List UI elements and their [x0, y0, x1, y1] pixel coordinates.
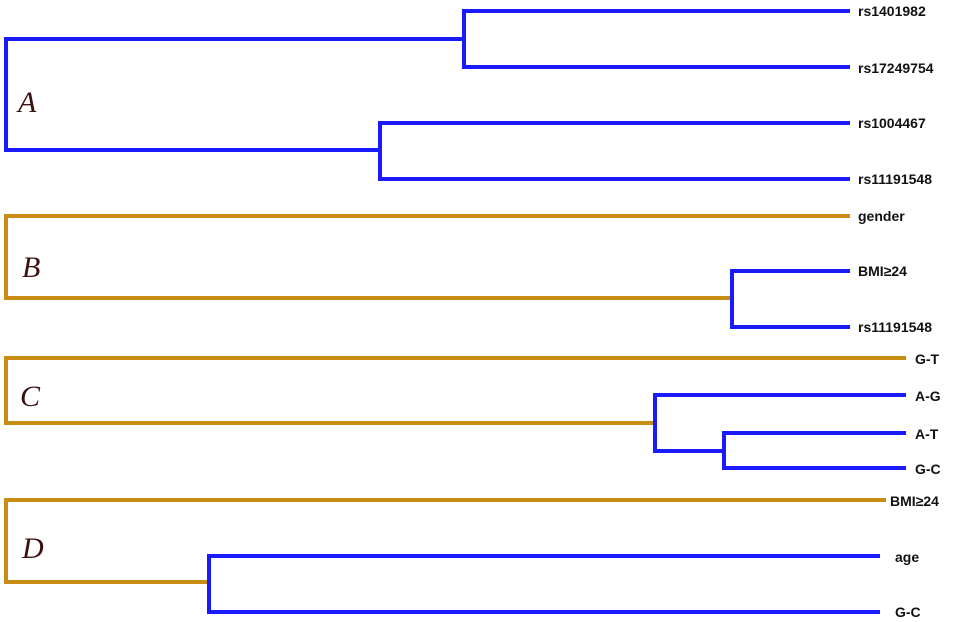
panel-a: A rs1401982 rs17249754 rs1004467 rs11191…	[4, 3, 934, 187]
panel-d: D BMI≥24 age G-C	[4, 493, 939, 620]
panel-b-leaf-1: gender	[858, 208, 905, 224]
panel-c-leaf-1: G-T	[915, 351, 940, 367]
panel-a-leaf-3: rs1004467	[858, 115, 926, 131]
panel-b-root-branch	[4, 214, 850, 300]
panel-d-leaf-1: BMI≥24	[890, 493, 939, 509]
panel-c-root-branch	[4, 356, 906, 425]
panel-b-label: B	[22, 251, 40, 284]
panel-c-leaf-4: G-C	[915, 461, 941, 477]
panel-d-leaf-3: G-C	[895, 604, 921, 620]
panel-d-leaf-2: age	[895, 549, 919, 565]
panel-a-cluster-2	[378, 121, 850, 181]
panel-b: B gender BMI≥24 rs11191548	[4, 208, 932, 335]
panel-c-leaf-3: A-T	[915, 426, 939, 442]
panel-b-leaf-3: rs11191548	[858, 319, 932, 335]
panel-c-label: C	[20, 380, 41, 413]
panel-a-leaf-4: rs11191548	[858, 171, 932, 187]
panel-c-leaf-2: A-G	[915, 388, 941, 404]
panel-a-leaf-2: rs17249754	[858, 60, 934, 76]
panel-a-leaf-1: rs1401982	[858, 3, 926, 19]
panel-c-cluster-2	[722, 431, 906, 470]
panel-a-label: A	[16, 86, 37, 119]
panel-d-root-branch	[4, 498, 886, 584]
panel-a-root-branch	[4, 37, 464, 152]
panel-c: C G-T A-G A-T G-C	[4, 351, 941, 477]
panel-b-cluster-1	[730, 269, 850, 329]
panel-c-cluster-1	[653, 393, 906, 453]
panel-a-cluster-1	[462, 9, 850, 69]
panel-d-cluster-1	[207, 554, 880, 614]
panel-d-label: D	[21, 532, 44, 565]
panel-b-leaf-2: BMI≥24	[858, 263, 907, 279]
